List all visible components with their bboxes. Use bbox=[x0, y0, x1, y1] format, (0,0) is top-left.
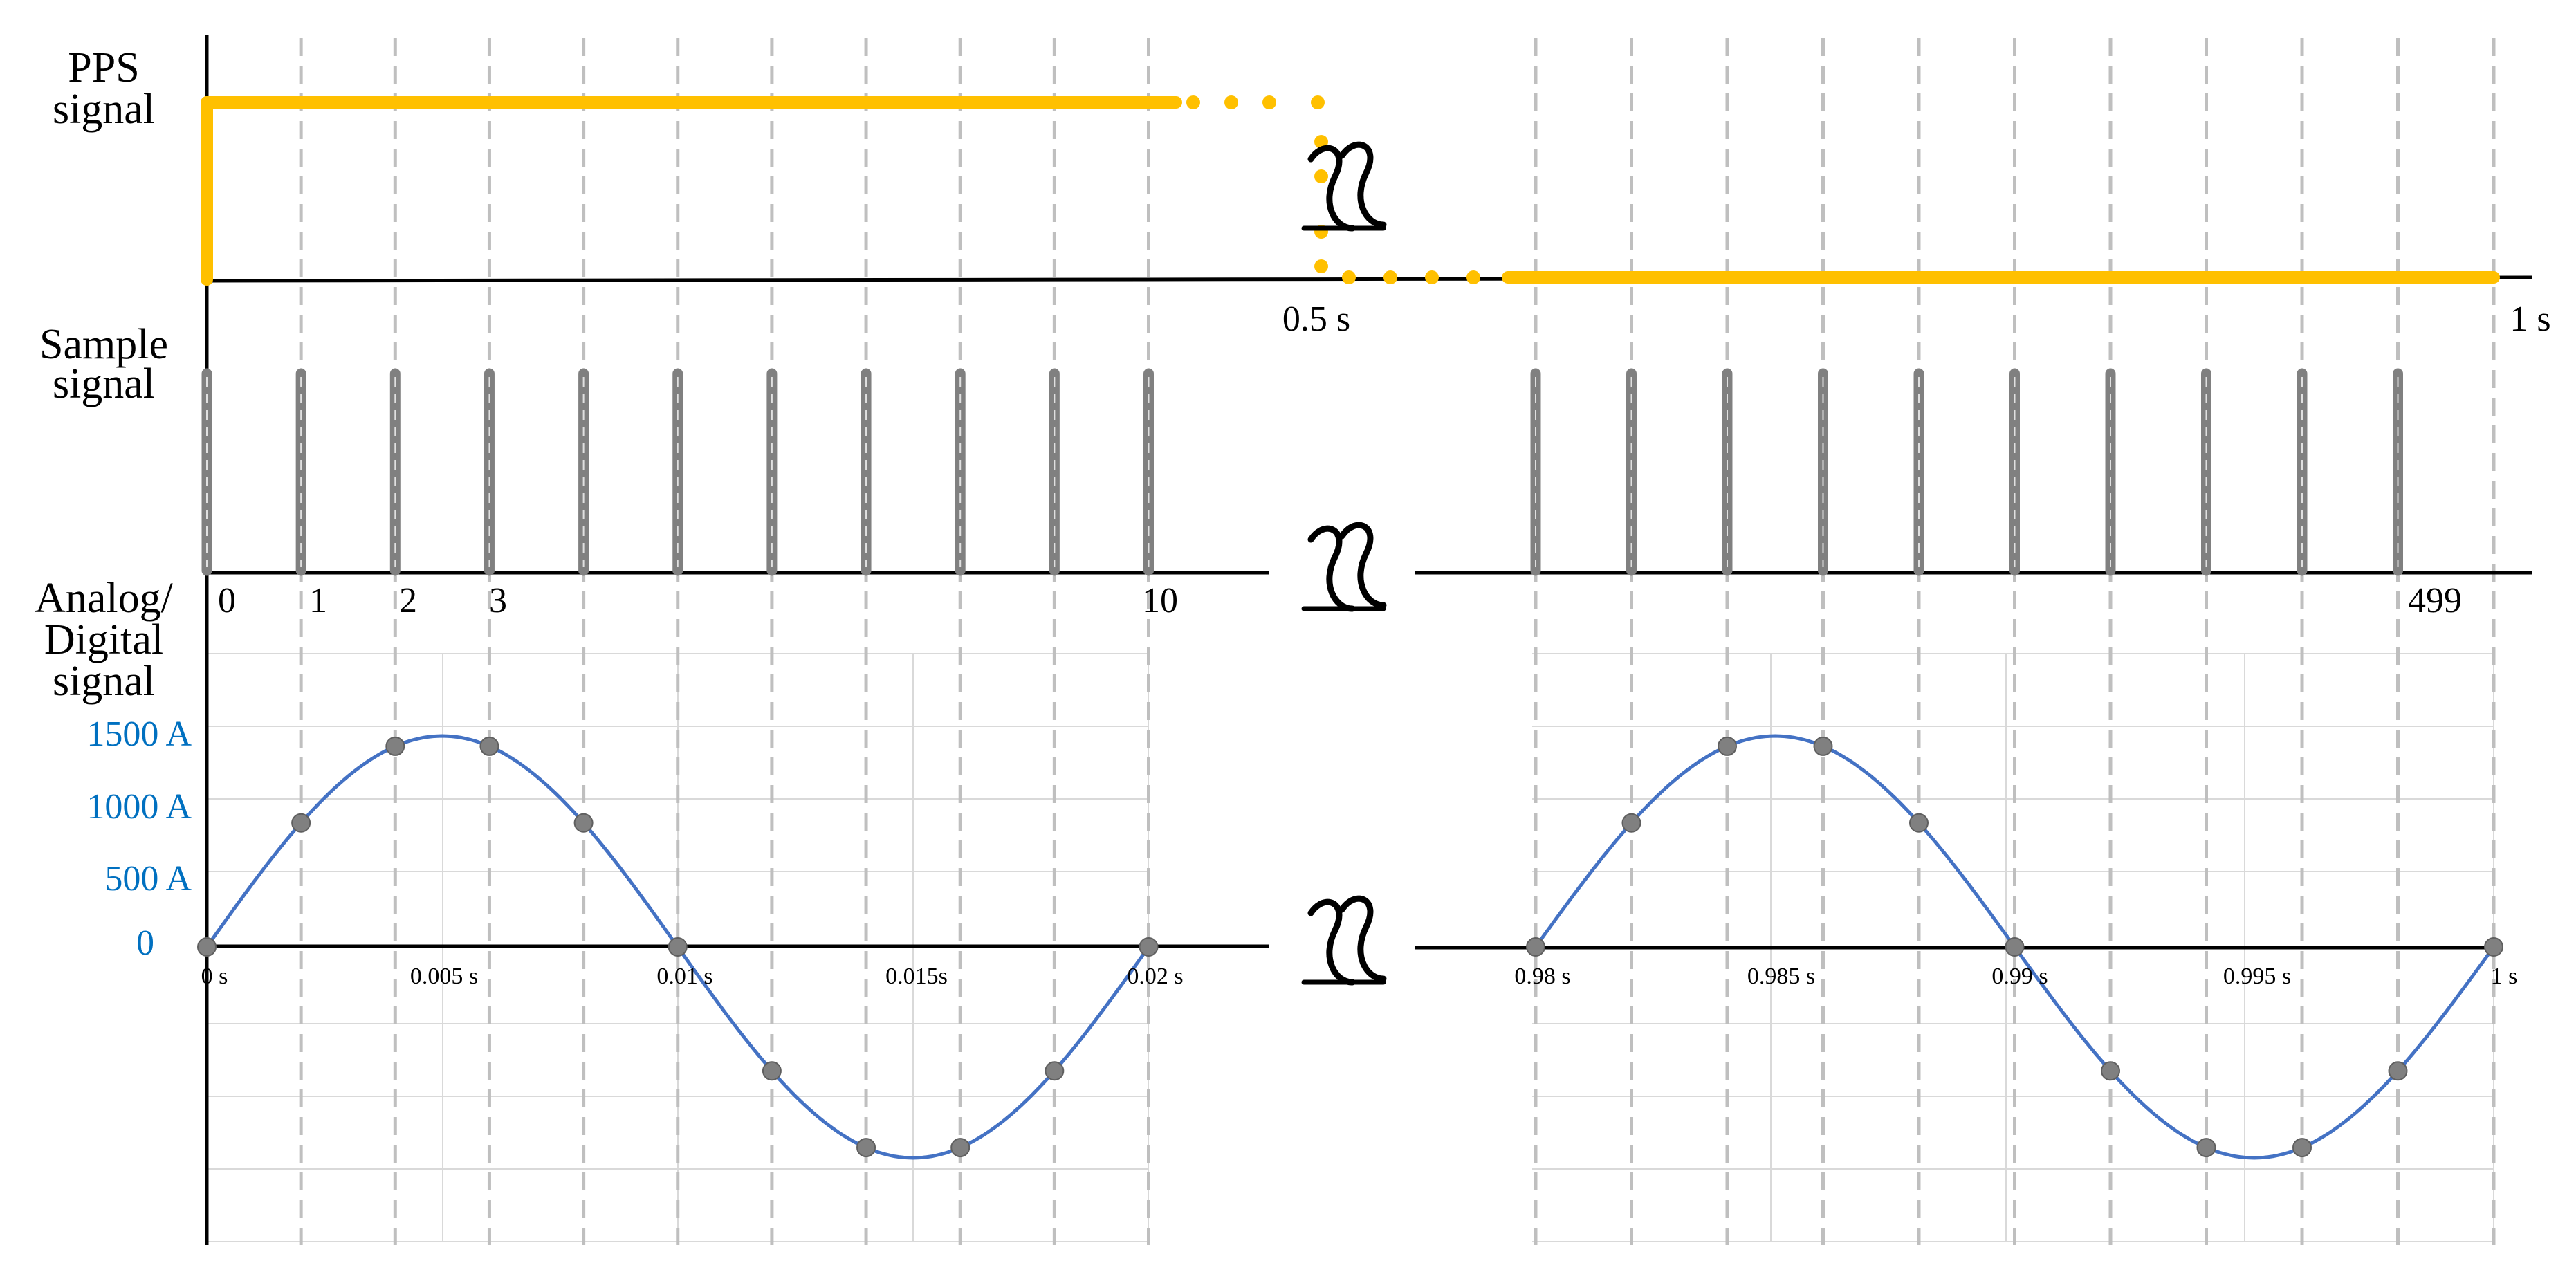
time-tick-left-1: 0.005 s bbox=[410, 964, 478, 989]
sample-point bbox=[291, 813, 311, 833]
sample-point bbox=[2388, 1061, 2408, 1081]
sample-point bbox=[1813, 736, 1833, 756]
time-tick-right-3: 0.995 s bbox=[2223, 964, 2291, 989]
y-tick-1500: 1500 A bbox=[86, 715, 192, 754]
sample-label-line2: signal bbox=[53, 360, 155, 407]
y-tick-500: 500 A bbox=[104, 859, 192, 898]
sample-point bbox=[197, 937, 217, 957]
sample-point bbox=[573, 813, 594, 833]
axis-break-icon bbox=[1301, 141, 1387, 232]
sample-point bbox=[668, 937, 688, 957]
sample-points bbox=[197, 736, 2503, 1158]
time-tick-left-4: 0.02 s bbox=[1127, 964, 1183, 989]
time-tick-left-2: 0.01 s bbox=[656, 964, 712, 989]
pps-dot bbox=[1383, 270, 1397, 284]
pps-time-half: 0.5 s bbox=[1282, 299, 1350, 339]
sample-index-1: 1 bbox=[309, 581, 327, 620]
sample-point bbox=[1718, 736, 1737, 756]
y-tick-1000: 1000 A bbox=[86, 787, 192, 827]
axis-break-icon bbox=[1301, 895, 1387, 986]
pps-dot bbox=[1262, 95, 1276, 109]
y-tick-0: 0 bbox=[136, 923, 154, 963]
sample-index-0: 0 bbox=[218, 581, 236, 620]
pps-dot bbox=[1311, 95, 1325, 109]
sample-pulses bbox=[201, 368, 2403, 576]
pps-dot bbox=[1314, 259, 1328, 273]
sample-point bbox=[2005, 937, 2025, 957]
sample-index-3: 3 bbox=[489, 581, 507, 620]
pps-dot bbox=[1425, 270, 1439, 284]
pps-time-full: 1 s bbox=[2510, 299, 2550, 339]
pps-label-line1: PPS bbox=[68, 44, 139, 91]
pps-dot bbox=[1466, 270, 1480, 284]
ad-label-line3: signal bbox=[53, 658, 155, 705]
pps-label-line2: signal bbox=[53, 86, 155, 133]
sample-point bbox=[950, 1138, 970, 1158]
pps-dot bbox=[1224, 95, 1238, 109]
pps-dot bbox=[1342, 270, 1356, 284]
sample-point bbox=[1045, 1061, 1065, 1081]
sample-point bbox=[856, 1138, 876, 1158]
sample-point bbox=[479, 736, 499, 756]
sample-point bbox=[2292, 1138, 2312, 1158]
sample-point bbox=[1909, 813, 1929, 833]
sample-point bbox=[2484, 937, 2503, 957]
sample-point bbox=[762, 1061, 782, 1081]
ad-label-line2: Digital bbox=[44, 616, 163, 663]
sample-index-10: 10 bbox=[1142, 581, 1178, 620]
time-tick-left-0: 0 s bbox=[201, 964, 228, 989]
axis-break-icon bbox=[1301, 522, 1387, 612]
time-tick-right-1: 0.985 s bbox=[1747, 964, 1815, 989]
sample-point bbox=[1526, 937, 1545, 957]
sample-point bbox=[385, 736, 405, 756]
pps-signal bbox=[201, 95, 2500, 286]
sample-label-line1: Sample bbox=[39, 321, 168, 368]
sample-index-2: 2 bbox=[399, 581, 417, 620]
time-tick-right-0: 0.98 s bbox=[1514, 964, 1570, 989]
sample-index-499: 499 bbox=[2408, 581, 2462, 620]
pps-dot bbox=[1186, 95, 1200, 109]
ad-label-line1: Analog/ bbox=[35, 575, 174, 622]
sample-point bbox=[1139, 937, 1159, 957]
time-tick-left-3: 0.015s bbox=[885, 964, 948, 989]
time-tick-right-2: 0.99 s bbox=[1991, 964, 2048, 989]
pps-dot bbox=[1314, 169, 1328, 183]
time-tick-right-4: 1 s bbox=[2491, 964, 2518, 989]
pps-dotted-transition bbox=[1186, 95, 1480, 284]
sample-point bbox=[2196, 1138, 2216, 1158]
pps-dot bbox=[1314, 135, 1328, 149]
sample-point bbox=[2101, 1061, 2120, 1081]
sample-point bbox=[1621, 813, 1641, 833]
sample-guide-lines bbox=[299, 38, 2496, 1245]
